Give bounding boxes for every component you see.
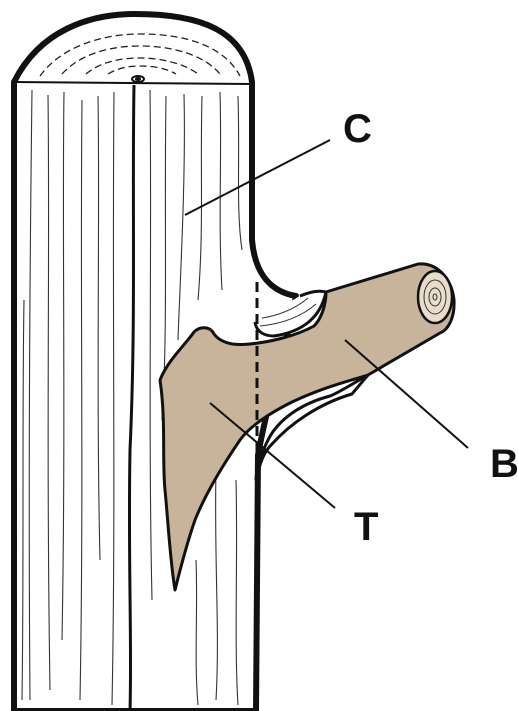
label-c: C bbox=[343, 107, 372, 151]
leader-line-b bbox=[345, 340, 468, 448]
branch-cut-end bbox=[418, 271, 452, 323]
label-b: B bbox=[490, 442, 518, 486]
label-t: T bbox=[354, 505, 378, 549]
